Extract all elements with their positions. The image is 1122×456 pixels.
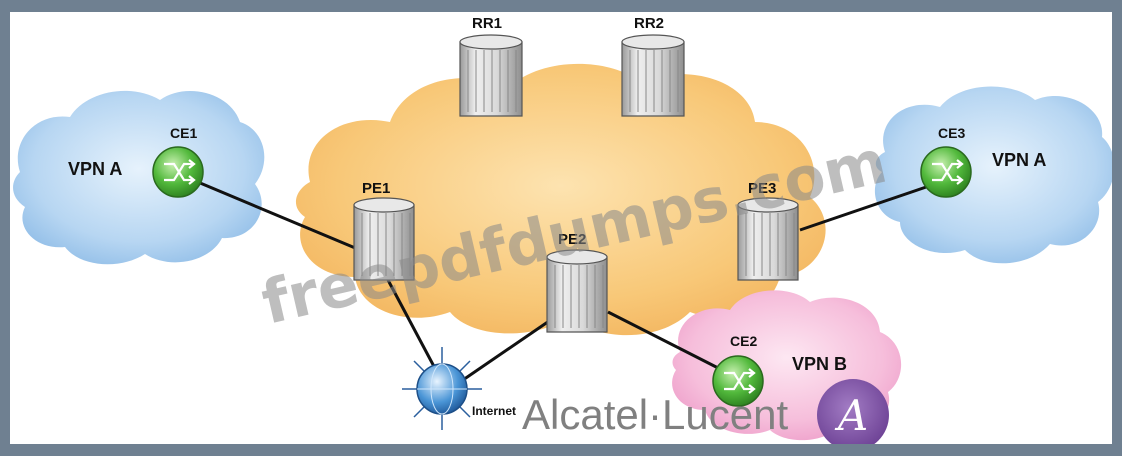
ce2-router: CE2 (712, 333, 764, 407)
brand-emblem-glyph: A (834, 391, 868, 440)
network-diagram: VPN A VPN A VPN B RR1 RR2 (13, 15, 1112, 444)
brand-logo: Alcatel·Lucent A (522, 379, 889, 444)
link-pe2-ce2 (607, 310, 727, 374)
internet-label: Internet (472, 404, 516, 418)
vpn-b-label: VPN B (792, 354, 847, 374)
link-ce1-pe1 (192, 178, 361, 252)
pe3-label: PE3 (748, 180, 776, 197)
link-pe1-internet (386, 279, 440, 375)
vpn-a-right-cloud: VPN A (874, 86, 1112, 264)
vpn-a-left-label: VPN A (68, 159, 122, 179)
pe1-router: PE1 (353, 180, 415, 281)
links (192, 178, 936, 384)
diagram-panel: VPN A VPN A VPN B RR1 RR2 (10, 12, 1112, 444)
rr2-label: RR2 (634, 15, 664, 32)
pe3-router: PE3 (737, 180, 799, 281)
link-pe3-ce3 (799, 182, 936, 232)
router-arrows-icon (164, 159, 196, 185)
internet-globe: Internet (402, 347, 516, 430)
rr2-router: RR2 (621, 15, 685, 117)
router-arrows-icon (724, 368, 756, 394)
router-arrows-icon (932, 159, 964, 185)
ce1-router: CE1 (152, 125, 204, 198)
vpn-a-left-cloud: VPN A (13, 90, 265, 265)
brand-name: Alcatel·Lucent (522, 391, 788, 438)
rr1-label: RR1 (472, 15, 502, 32)
pe2-router: PE2 (546, 231, 608, 333)
ce3-label: CE3 (938, 125, 965, 141)
provider-cloud (295, 63, 826, 336)
brand-emblem-icon (817, 379, 889, 444)
ce1-label: CE1 (170, 125, 197, 141)
link-internet-pe2 (459, 315, 556, 384)
pe1-label: PE1 (362, 180, 390, 197)
vpn-a-right-label: VPN A (992, 150, 1046, 170)
ce2-label: CE2 (730, 333, 757, 349)
ce3-router: CE3 (920, 125, 972, 198)
pe2-label: PE2 (558, 231, 586, 248)
rr1-router: RR1 (459, 15, 523, 117)
